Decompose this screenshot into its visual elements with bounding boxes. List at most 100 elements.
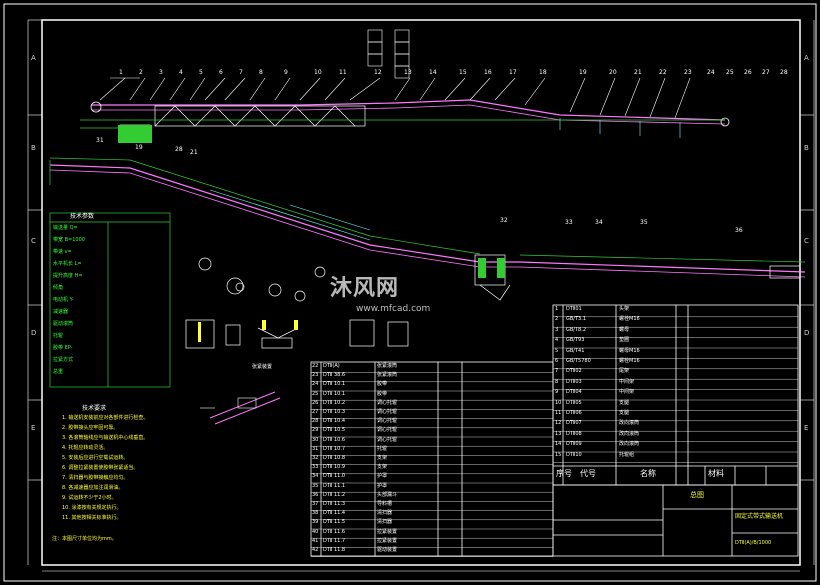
part-row-code: DTⅡ10 [566,451,582,458]
header-code: 代号 [580,469,596,478]
footer-note: 注：本图尺寸单位均为mm。 [52,536,117,542]
part-row-no: 15 [555,451,562,458]
part-row-name: 螺栓M16 [619,316,640,323]
part-row-no: 3 [555,326,559,333]
tech-param-row: 提升高度 H= [53,273,83,279]
part-row-code: DTⅡ07 [566,420,582,427]
callout-number: 33 [565,219,573,226]
part-row-name: 托辊 [377,445,388,452]
part-row-code: DTⅡ02 [566,368,582,375]
part-row-no: 31 [312,445,319,452]
part-row-no: 5 [555,347,559,354]
title-block [552,484,799,557]
tech-note-row: 4. 托辊应转动灵活。 [62,445,109,451]
tech-param-row: 电动机 Y- [53,297,74,303]
part-row-no: 10 [555,399,562,406]
part-row-no: 40 [312,528,319,535]
part-row-code: DTⅡ 10.5 [323,427,346,434]
part-row-code: DTⅡ 11.7 [323,537,346,544]
part-row-no: 6 [555,358,559,364]
part-row-name: 调心托辊 [377,409,398,415]
part-row-no: 7 [555,368,559,375]
part-row-no: 32 [312,455,319,461]
tech-note-row: 9. 试运转不少于2小时。 [62,495,117,501]
callout-number: 15 [459,69,467,76]
watermark-url: www.mfcad.com [356,304,431,314]
part-row-name: 胶带 [377,381,388,388]
tech-note-row: 5. 安装后应进行空载试运转。 [62,455,129,461]
callout-number: 14 [429,69,437,76]
watermark-title: 沐风网 [330,276,400,301]
zone-letter: B [31,144,36,152]
callout-number: 7 [239,69,243,76]
part-row-no: 38 [312,510,319,517]
part-row-code: DTⅡ 10.6 [323,436,346,443]
part-row-code: DTⅡ 10.1 [323,390,346,397]
callout-number: 16 [484,69,492,76]
part-row-name: 清扫器 [377,510,393,517]
part-row-code: DTⅡ 11.6 [323,528,346,535]
part-row-code: DTⅡ 11.4 [323,510,346,517]
part-row-name: 头架 [619,306,630,312]
part-row-no: 12 [555,420,562,427]
callout-number: 9 [284,69,288,76]
zone-letter: E [804,424,809,432]
part-row-no: 24 [312,381,319,388]
part-row-no: 37 [312,501,319,507]
tech-note-row: 8. 各减速器应加注润滑油。 [62,485,124,491]
part-row-no: 27 [312,409,319,415]
part-row-name: 支腿 [619,399,630,406]
part-row-name: 调心托辊 [377,427,398,434]
callout-number: 17 [509,69,517,76]
tech-note-row: 3. 各滚筒轴线应与输送机中心线垂直。 [62,435,149,441]
callout-number: 11 [339,69,347,76]
callout-number: 3 [159,69,163,76]
part-row-no: 33 [312,464,319,471]
part-row-no: 9 [555,389,559,396]
callout-number: 26 [744,69,752,76]
callout-number: 22 [659,69,667,76]
callout-number: 6 [219,69,223,76]
callout-number: 25 [726,69,734,76]
part-row-name: 托辊组 [619,451,635,458]
part-row-name: 调心托辊 [377,436,398,443]
callout-number: 34 [595,219,603,226]
callout-number: 24 [707,69,715,76]
callout-number: 19 [135,144,143,151]
part-row-no: 14 [555,441,562,448]
callout-number: 12 [374,69,382,76]
part-row-code: DTⅡ 10.2 [323,399,346,406]
header-seq: 序号 [556,469,572,478]
part-row-code: DTⅡ08 [566,430,582,437]
callout-number: 4 [179,69,183,76]
drawing-number: DTⅡ(A)/B/1000 [735,540,772,546]
part-row-code: GB/T3.1 [566,316,586,323]
part-row-no: 25 [312,390,319,397]
part-row-name: 支腿 [619,410,630,416]
part-row-name: 垫圈 [619,337,630,344]
header-material: 材料 [708,469,724,478]
part-row-code: DTⅡ 11.1 [323,482,346,489]
callout-number: 19 [579,69,587,76]
part-row-code: DTⅡ 11.3 [323,501,346,507]
part-row-code: DTⅡ04 [566,389,582,396]
part-row-name: 支架 [377,464,388,471]
part-row-name: 调心托辊 [377,399,398,406]
drawing-name: 固定式带式输送机 [735,513,784,520]
tech-note-row: 7. 清扫器与胶带接触应均匀。 [62,475,129,481]
part-row-code: DTⅡ(A) [323,363,340,369]
tech-param-row: 总重 [53,369,64,375]
tech-notes-title: 技术要求 [82,405,107,412]
callout-number: 32 [500,217,508,224]
part-row-code: DTⅡ 10.1 [323,381,346,388]
part-row-no: 29 [312,427,319,434]
part-row-name: 螺栓M16 [619,358,640,364]
callout-number: 36 [735,227,743,234]
tech-param-row: 输送量 Q= [53,225,78,231]
part-row-code: DTⅡ03 [566,378,582,385]
callout-number: 2 [139,69,143,76]
zone-letter: A [804,54,809,62]
zone-letter: A [31,54,36,62]
callout-number: 21 [190,149,198,156]
tech-param-row: 倾角 [53,285,64,291]
